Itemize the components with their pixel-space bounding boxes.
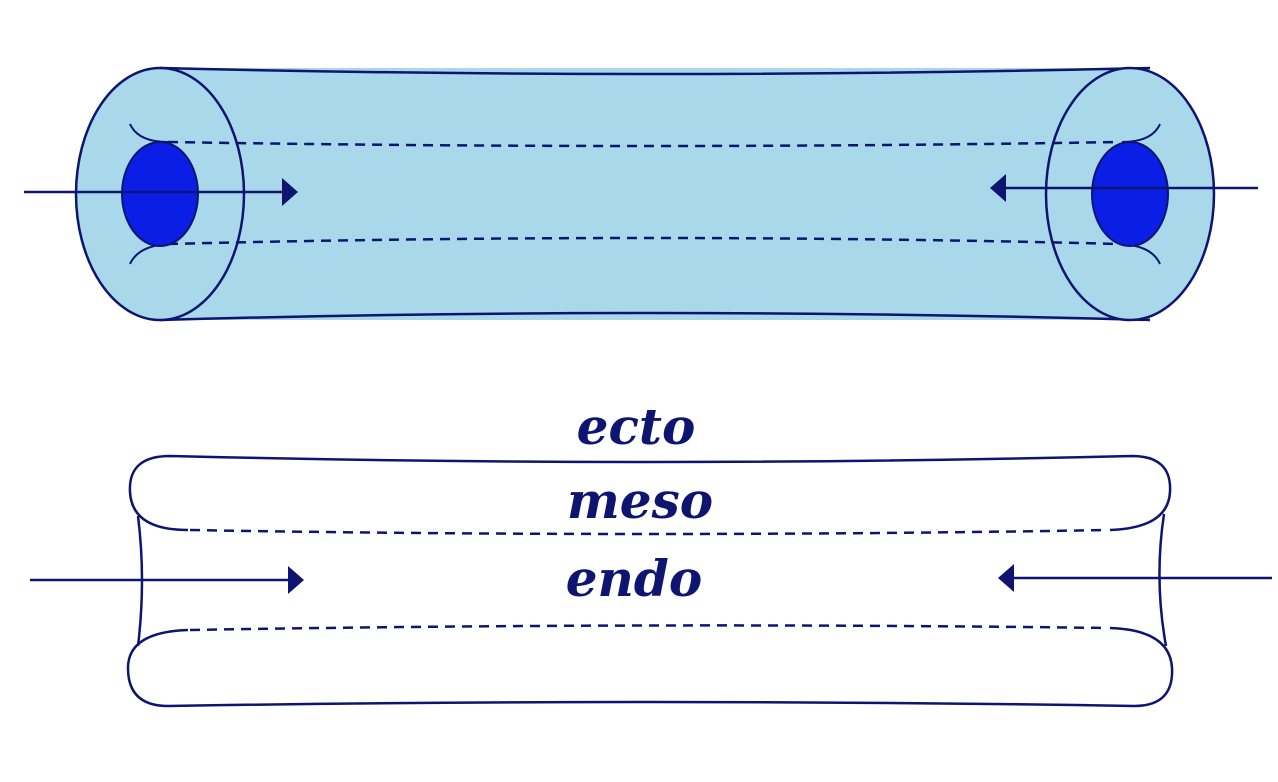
- tube-body: [160, 68, 1150, 320]
- top-right-arrow-head: [990, 174, 1006, 202]
- left-opening: [121, 141, 199, 247]
- cross-section-lower-wall: [126, 626, 1174, 708]
- inner-canal-top-dashed: [167, 140, 1121, 148]
- label-meso: meso: [567, 471, 713, 530]
- tube-outline-top: [159, 66, 1151, 76]
- mesoderm-boundary-top-dashed: [189, 528, 1109, 536]
- mesoderm-boundary-bottom-dashed: [189, 624, 1109, 632]
- inner-canal-bottom-dashed: [167, 236, 1121, 246]
- top-left-arrow-head: [282, 178, 298, 206]
- label-ecto: ecto: [577, 397, 696, 456]
- tube-cross-section: ecto meso endo: [30, 397, 1272, 708]
- cross-section-right-side: [1158, 513, 1168, 647]
- cross-section-upper-wall: [128, 454, 1172, 532]
- tube-3d: [24, 66, 1258, 322]
- right-opening: [1091, 141, 1169, 247]
- bottom-right-arrow-head: [998, 564, 1014, 592]
- tube-outline-bottom: [159, 311, 1151, 322]
- label-endo: endo: [566, 549, 702, 608]
- bottom-left-arrow-head: [288, 566, 304, 594]
